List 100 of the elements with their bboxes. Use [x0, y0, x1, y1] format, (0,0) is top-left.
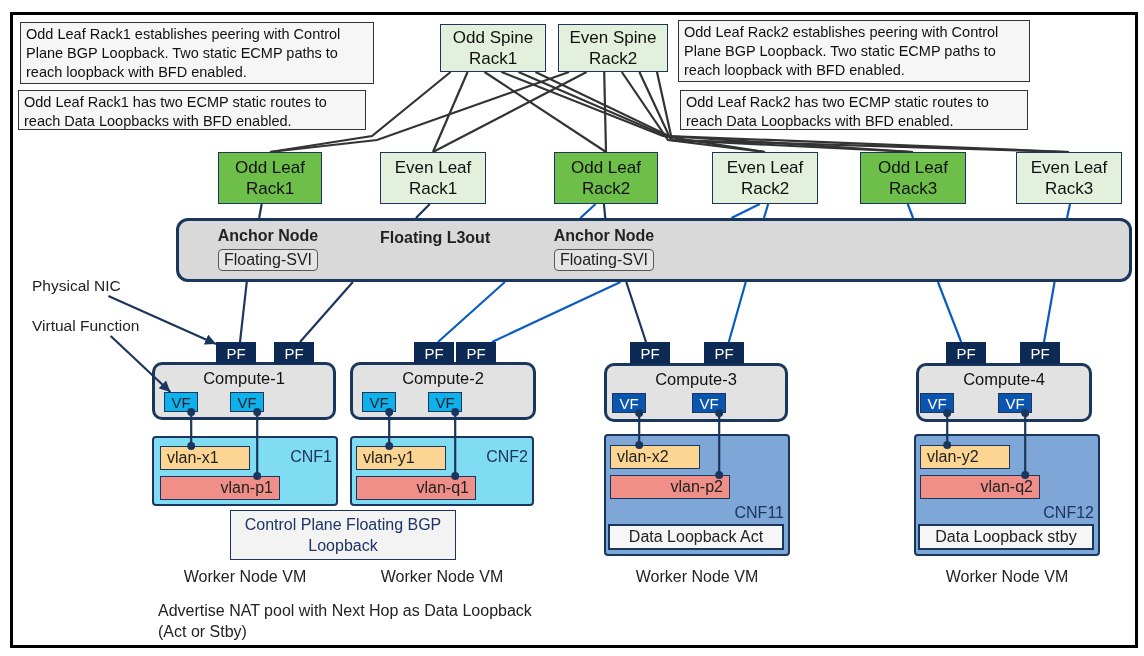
vf-box: VF: [230, 392, 264, 412]
switch-box: Odd Leaf Rack3: [860, 152, 966, 204]
vf-box: VF: [362, 392, 396, 412]
connector-line: [655, 71, 1070, 154]
leader-line: [107, 295, 217, 346]
link-line: [715, 409, 724, 479]
connector-line: [299, 281, 354, 343]
connector-line: [1065, 203, 1072, 219]
connector-line: [638, 71, 914, 154]
connector-line: [579, 203, 597, 219]
connector-line: [620, 71, 766, 154]
note-text: Advertise NAT pool with Next Hop as Data Loopback (Act or Stby): [158, 601, 533, 642]
vf-box: VF: [998, 393, 1032, 413]
loopback-box: Control Plane Floating BGP Loopback: [230, 510, 456, 560]
connector-line: [602, 203, 607, 219]
connector-line: [415, 203, 431, 219]
connector-line: [491, 281, 621, 343]
band-title: Floating L3out: [380, 229, 491, 247]
link-line: [253, 408, 262, 480]
vlan-bar: vlan-y1: [356, 446, 446, 470]
vlan-bar: vlan-x2: [610, 445, 700, 469]
switch-box: Odd Leaf Rack1: [218, 152, 322, 204]
connector-line: [603, 71, 608, 153]
connector-line: [730, 203, 761, 219]
vlan-bar: vlan-q2: [920, 475, 1040, 499]
cnf-box: [152, 436, 338, 506]
compute-box: [916, 363, 1092, 422]
connector-line: [906, 203, 915, 219]
vlan-bar: vlan-p1: [160, 476, 280, 500]
port-box: PF: [216, 342, 256, 364]
node-caption: Worker Node VM: [182, 567, 308, 587]
cnf-box: [350, 436, 534, 506]
port-box: PF: [414, 342, 454, 364]
switch-box: Odd Leaf Rack2: [554, 152, 658, 204]
cnf-label: CNF1: [290, 448, 332, 466]
connector-line: [258, 203, 263, 219]
anchor-heading: Anchor Node: [217, 226, 319, 246]
node-caption: Worker Node VM: [379, 567, 505, 587]
cnf-label: CNF2: [486, 448, 528, 466]
switch-box: Even Leaf Rack3: [1016, 152, 1122, 204]
link-line: [385, 408, 394, 450]
compute-box: [604, 363, 788, 422]
connector-line: [432, 71, 588, 153]
port-box: PF: [274, 342, 314, 364]
vlan-bar: vlan-p2: [610, 475, 730, 499]
compute-title: Compute-2: [401, 369, 485, 388]
connector-line: [625, 281, 648, 343]
note-box: Odd Leaf Rack2 establishes peering with Control Plane BGP Loopback. Two static ECMP paths to reach loopback with BFD enabled.: [678, 20, 1030, 82]
callout-text: Virtual Function: [32, 316, 168, 336]
cnf-label: CNF12: [1043, 504, 1094, 522]
connector-line: [762, 203, 770, 219]
loopback-box: Data Loopback stby: [918, 524, 1094, 550]
cnf-label: CNF11: [734, 504, 784, 522]
vlan-bar: vlan-q1: [356, 476, 476, 500]
vf-box: VF: [920, 393, 954, 413]
link-line: [1021, 409, 1030, 479]
link-line: [635, 409, 644, 449]
vf-box: VF: [164, 392, 198, 412]
vf-box: VF: [428, 392, 462, 412]
connector-line: [432, 71, 469, 153]
compute-title: Compute-1: [202, 369, 286, 388]
connector-line: [501, 70, 766, 154]
note-box: Odd Leaf Rack1 has two ECMP static routes to reach Data Loopbacks with BFD enabled.: [18, 90, 366, 130]
switch-box: Odd Spine Rack1: [440, 24, 546, 72]
switch-box: Even Leaf Rack2: [712, 152, 818, 204]
connector-line: [483, 71, 607, 153]
switch-box: Even Leaf Rack1: [380, 152, 486, 204]
interface-tag: Floating-SVI: [553, 249, 654, 271]
compute-box: [152, 362, 336, 420]
compute-title: Compute-4: [962, 370, 1046, 389]
connector-line: [1042, 281, 1056, 343]
switch-box: Even Spine Rack2: [558, 24, 668, 72]
node-caption: Worker Node VM: [944, 568, 1070, 586]
loopback-box: Data Loopback Act: [608, 524, 784, 550]
vf-box: VF: [612, 393, 646, 413]
vf-box: VF: [692, 393, 726, 413]
connector-line: [269, 71, 452, 154]
compute-title: Compute-3: [654, 370, 738, 389]
connector-line: [936, 281, 963, 343]
port-box: PF: [456, 342, 496, 364]
port-box: PF: [630, 342, 670, 364]
leader-line: [109, 335, 172, 393]
link-line: [451, 408, 460, 480]
vlan-bar: vlan-y2: [920, 445, 1010, 469]
connector-line: [269, 70, 570, 154]
connector-line: [437, 281, 506, 343]
port-box: PF: [704, 342, 744, 364]
anchor-heading: Anchor Node: [553, 226, 655, 246]
note-box: Odd Leaf Rack1 establishes peering with Control Plane BGP Loopback. Two static ECMP paths to reach loopback with BFD enabled.: [20, 22, 374, 84]
fabric-band: [176, 218, 1132, 282]
compute-box: [350, 362, 536, 420]
port-box: PF: [946, 342, 986, 364]
link-line: [187, 408, 196, 450]
note-box: Odd Leaf Rack2 has two ECMP static routes to reach Data Loopbacks with BFD enabled.: [680, 90, 1028, 130]
interface-tag: Floating-SVI: [217, 249, 318, 271]
link-line: [943, 409, 952, 449]
connector-line: [727, 281, 747, 343]
callout-text: Physical NIC: [32, 276, 140, 296]
vlan-bar: vlan-x1: [160, 446, 250, 470]
node-caption: Worker Node VM: [634, 568, 760, 586]
